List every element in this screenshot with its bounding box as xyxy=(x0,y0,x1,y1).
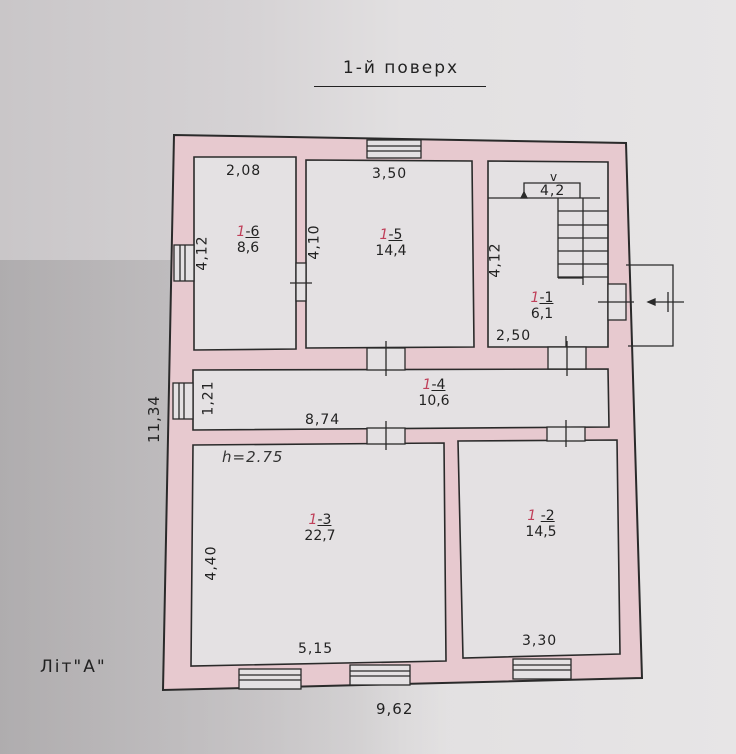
room-1-3-outline xyxy=(190,442,447,667)
door-1-6-1-5 xyxy=(295,262,307,302)
room-1-4-width: 8,74 xyxy=(305,412,341,428)
room-1-1-width: 2,50 xyxy=(496,328,532,344)
stair-direction-mark: v xyxy=(550,170,559,184)
room-1-1-outline xyxy=(487,160,609,348)
window-top xyxy=(366,139,422,159)
room-1-5-width: 3,50 xyxy=(372,166,408,182)
title-underline xyxy=(314,86,486,87)
window-bottom-2 xyxy=(349,664,411,686)
porch xyxy=(626,264,674,347)
room-1-3-width: 5,15 xyxy=(298,641,334,657)
room-1-5-label: 1-5 14,4 xyxy=(375,227,407,259)
room-1-2-label: 1 -2 14,5 xyxy=(525,508,557,540)
room-1-6-width: 2,08 xyxy=(226,163,262,179)
floor-title: 1-й поверх xyxy=(342,58,460,78)
window-left-1-4 xyxy=(172,382,194,420)
room-1-4-outline xyxy=(192,368,610,431)
letter-label: Літ"А" xyxy=(40,657,107,677)
room-1-6-outline xyxy=(193,156,297,351)
window-left-1-6 xyxy=(173,244,195,282)
room-1-2-outline xyxy=(457,439,621,659)
room-1-3-length: 4,40 xyxy=(203,545,220,581)
room-1-6-length: 4,12 xyxy=(194,235,211,271)
room-1-3-label: 1-3 22,7 xyxy=(304,512,336,544)
room-1-6-label: 1-6 8,6 xyxy=(236,224,260,256)
room-1-4-label: 1-4 10,6 xyxy=(418,377,450,409)
room-1-5-length: 4,10 xyxy=(306,224,323,260)
window-bottom-1 xyxy=(238,668,302,690)
stair-width: 4,2 xyxy=(540,183,566,199)
room-1-4-length: 1,21 xyxy=(200,380,217,416)
window-bottom-3 xyxy=(512,658,572,680)
room-1-2-width: 3,30 xyxy=(522,633,558,649)
staircase xyxy=(488,182,608,347)
overall-width: 9,62 xyxy=(376,700,414,718)
room-1-1-label: 1-1 6,1 xyxy=(530,290,554,322)
room-1-1-length: 4,12 xyxy=(487,242,504,278)
ceiling-height-note: h=2.75 xyxy=(222,448,284,466)
overall-height: 11,34 xyxy=(144,395,163,443)
